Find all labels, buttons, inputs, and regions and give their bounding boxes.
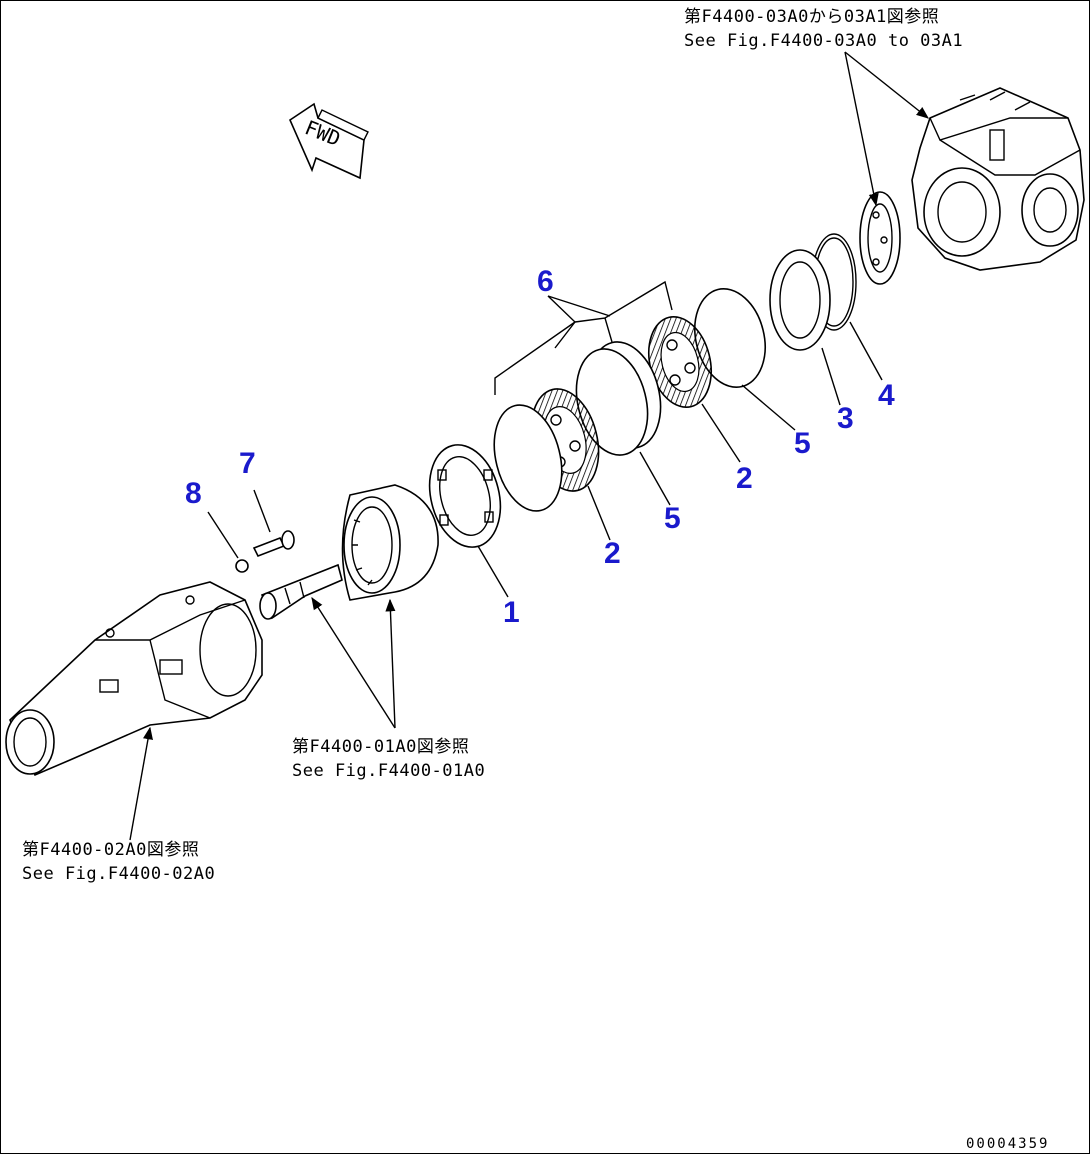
- axle-housing: [5, 581, 263, 777]
- axle-shaft: [259, 563, 343, 620]
- ref-bottom-left-en: See Fig.F4400-02A0: [22, 864, 215, 884]
- part-number-8: 8: [185, 477, 202, 510]
- part-number-5: 5: [794, 427, 811, 460]
- part-number-3: 3: [837, 402, 854, 435]
- ref-top-right-jp: 第F4400-03A0から03A1図参照: [684, 7, 939, 27]
- reference-leaders: [129, 51, 929, 841]
- internal-gear: [341, 484, 439, 601]
- part-number-2: 2: [736, 462, 753, 495]
- separator-plate: [493, 404, 563, 512]
- part-leaders: [207, 280, 883, 598]
- ref-center-jp: 第F4400-01A0図参照: [292, 737, 469, 757]
- part-number-2: 2: [604, 537, 621, 570]
- bolt: [252, 530, 295, 558]
- part-number-7: 7: [239, 447, 256, 480]
- part-number-6: 6: [537, 265, 554, 298]
- ref-center-en: See Fig.F4400-01A0: [292, 761, 485, 781]
- washer: [235, 559, 249, 573]
- document-id: 00004359: [966, 1136, 1049, 1152]
- differential-case: [911, 87, 1085, 271]
- ref-bottom-left-jp: 第F4400-02A0図参照: [22, 840, 199, 860]
- friction-disc: [648, 315, 712, 409]
- ref-top-right-en: See Fig.F4400-03A0 to 03A1: [684, 31, 963, 51]
- part-number-4: 4: [878, 379, 895, 412]
- part-number-5: 5: [664, 502, 681, 535]
- brake-piston: [769, 249, 831, 351]
- fwd-arrow-icon: FWD: [288, 102, 369, 180]
- pinion-ring: [859, 191, 901, 285]
- part-number-1: 1: [503, 596, 520, 629]
